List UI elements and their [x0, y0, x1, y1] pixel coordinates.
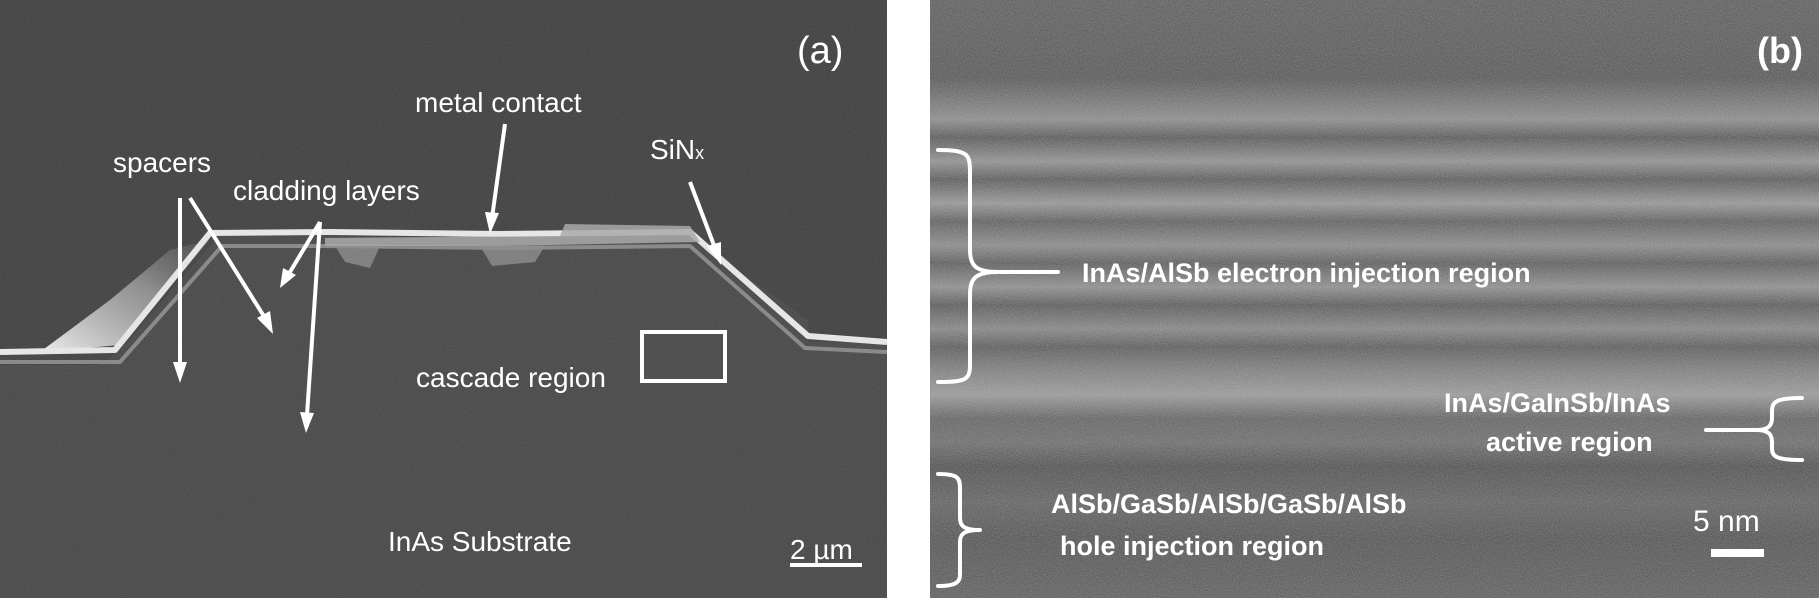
annotation-arrows [173, 123, 721, 433]
sinx-coating-lower [0, 244, 887, 364]
hole-injection-label-line2: hole injection region [1060, 531, 1324, 561]
annotation-braces [936, 148, 1804, 588]
tem-image-canvas: (b) InAs/AlSb electron injection region … [930, 0, 1819, 598]
active-region-label-line2: active region [1486, 427, 1653, 457]
substrate-label: InAs Substrate [388, 526, 572, 557]
metal-contact-arrowhead [485, 212, 499, 234]
panel-a-label: (a) [797, 30, 843, 72]
cladding-layers-label: cladding layers [233, 175, 420, 206]
electron-injection-label: InAs/AlSb electron injection region [1082, 258, 1531, 288]
contact-residue-1 [335, 246, 380, 268]
sem-image-canvas: (a) metal contact spacers cladding layer… [0, 0, 887, 598]
sinx-arrow [688, 181, 717, 249]
cladding-arrow-1 [288, 220, 322, 274]
panel-a-sem-image: (a) metal contact spacers cladding layer… [0, 0, 887, 598]
scale-bar-b [1711, 549, 1764, 557]
scale-bar-a-label: 2 µm [790, 534, 853, 565]
metal-contact-label: metal contact [415, 87, 582, 118]
sinx-coating-line [0, 229, 887, 355]
contact-residue-2 [480, 246, 545, 266]
spacers-arrowhead-2 [257, 311, 273, 334]
metal-contact-arrow [490, 123, 507, 219]
active-region-label-line1: InAs/GaInSb/InAs [1444, 388, 1671, 418]
panel-b-tem-image: (b) InAs/AlSb electron injection region … [930, 0, 1819, 598]
cascade-region-box [640, 330, 727, 383]
scale-bar-b-label: 5 nm [1693, 505, 1760, 538]
panel-b-label: (b) [1757, 30, 1803, 71]
cladding-arrowhead-1 [280, 268, 296, 288]
sinx-label: SiNx [650, 134, 704, 165]
spacers-arrowhead-1 [173, 362, 187, 383]
scale-bar-a [790, 563, 862, 567]
hole-injection-label-line1: AlSb/GaSb/AlSb/GaSb/AlSb [1051, 489, 1407, 519]
sinx-arrowhead [707, 242, 721, 265]
metal-contact-layer [325, 224, 700, 246]
spacers-arrow-2 [188, 196, 267, 320]
cladding-arrowhead-2 [300, 412, 314, 433]
spacers-label: spacers [113, 147, 211, 178]
cladding-arrow-2 [305, 221, 322, 416]
tem-noise-texture [930, 0, 1819, 598]
hole-injection-brace [936, 472, 982, 588]
cascade-region-label: cascade region [416, 362, 606, 393]
left-slope-highlight [40, 240, 210, 352]
